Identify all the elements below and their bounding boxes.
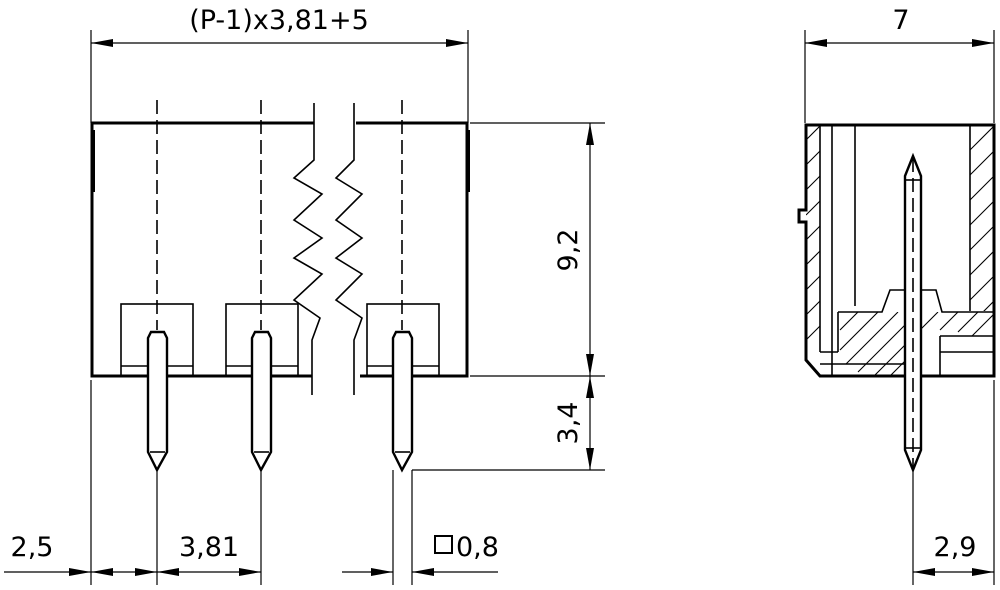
pitch-label: 3,81 <box>179 532 239 563</box>
square-section-icon <box>434 535 453 554</box>
width-formula-label: (P-1)x3,81+5 <box>189 5 369 36</box>
edge-offset-label: 2,5 <box>11 532 54 563</box>
front-view: (P-1)x3,81+5 9,2 3,4 2,5 3,81 0,8 <box>4 5 605 585</box>
pin-protrusion-label: 3,4 <box>553 402 584 445</box>
pin-section-label: 0,8 <box>456 532 499 563</box>
pin-3 <box>391 330 414 473</box>
body-height-label: 9,2 <box>553 229 584 272</box>
housing-outline-left <box>90 121 314 378</box>
side-view: 7 <box>797 5 996 585</box>
break-line-left <box>292 103 324 395</box>
side-housing-outline <box>797 123 996 378</box>
pin-1 <box>146 330 169 473</box>
depth-label: 7 <box>892 5 909 36</box>
break-line-right <box>334 103 364 395</box>
side-pin <box>903 152 923 474</box>
pin-offset-label: 2,9 <box>934 532 977 563</box>
pin-2 <box>250 330 273 473</box>
